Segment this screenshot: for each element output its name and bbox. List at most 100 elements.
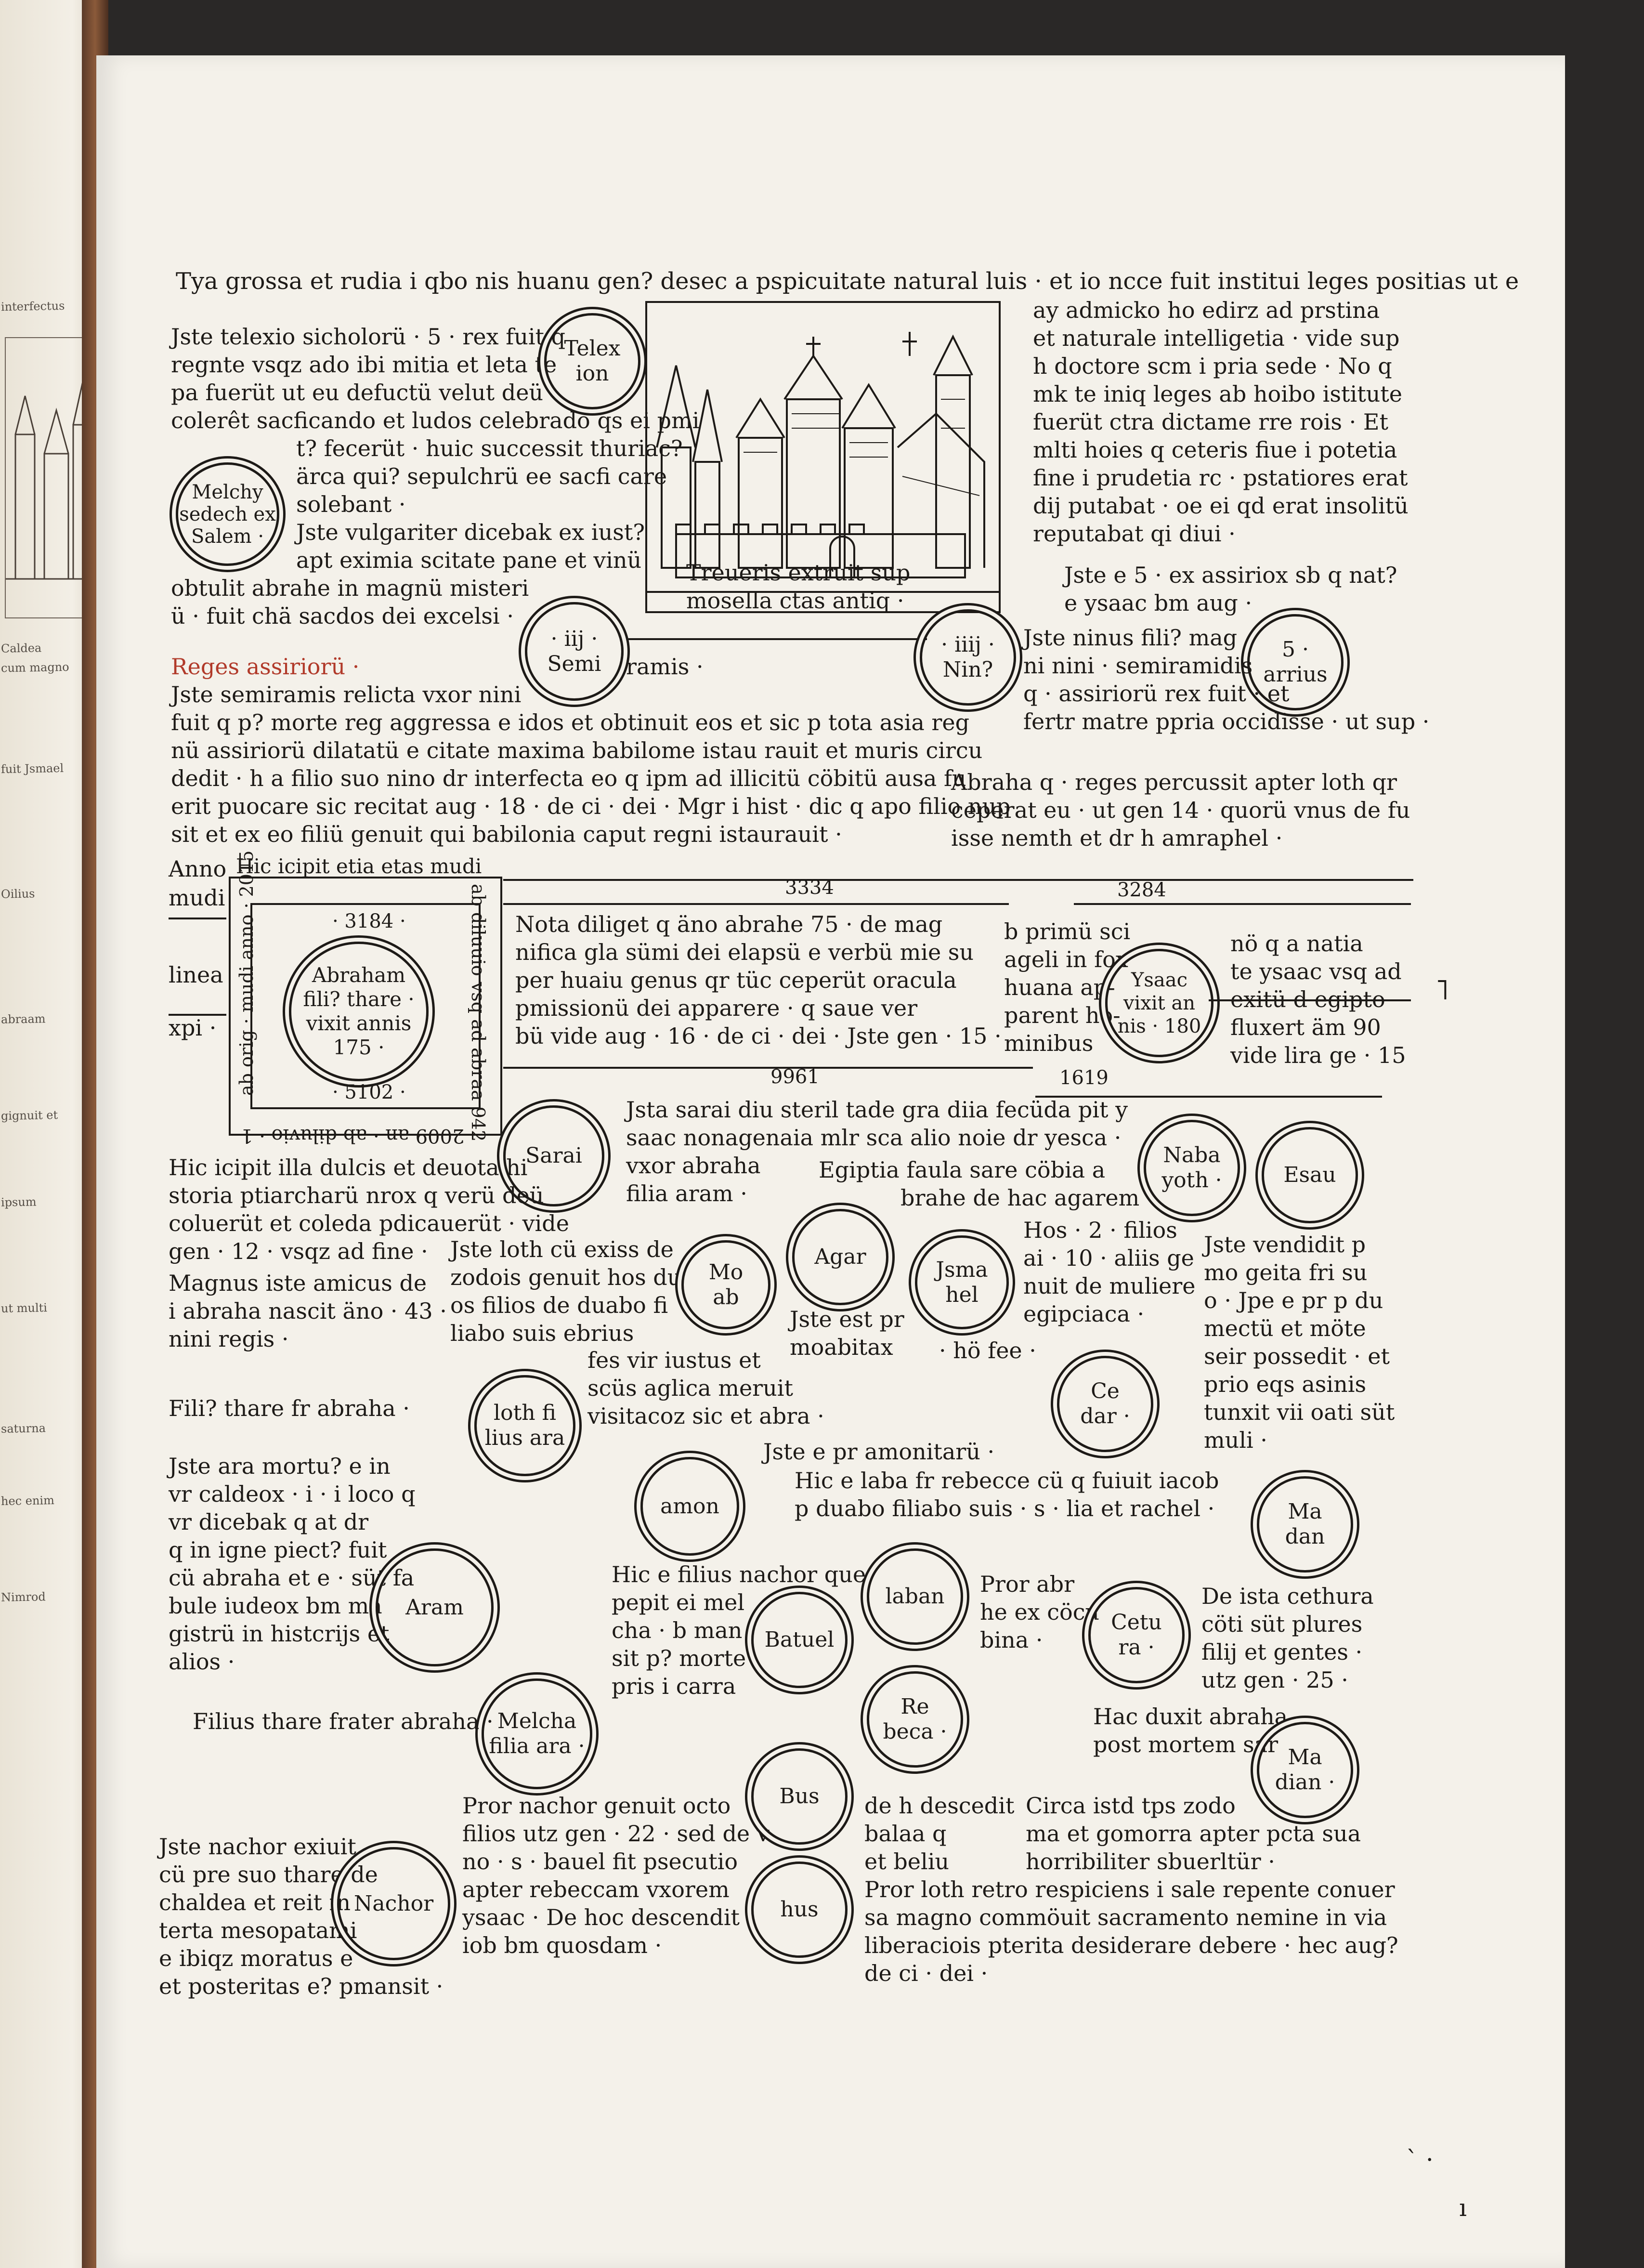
rule [628, 638, 927, 640]
aram-line: gistrü in histcrijs et [169, 1621, 390, 1647]
pror-nachor-line: iob bm quosdam · [462, 1932, 662, 1958]
circle-ismahel: Jsma hel [915, 1235, 1009, 1329]
cethura-line: De ista cethura [1201, 1583, 1374, 1609]
left-line: Oilius [0, 887, 35, 901]
telexion-line: Jste telexio sicholorü · 5 · rex fuit q [171, 324, 566, 350]
esau-line: seir possedit · et [1204, 1343, 1390, 1369]
rule [503, 879, 1413, 881]
hos-filios-line: Hos · 2 · filios [1023, 1217, 1177, 1243]
circle-sarai: Sarai [503, 1105, 604, 1206]
margin-mark: ˥ [1435, 973, 1449, 1007]
rule [169, 918, 226, 919]
woodcut-trier [645, 301, 1001, 613]
moab-line: moabitax [790, 1334, 893, 1360]
ink-mark: ˋ · [1406, 2146, 1434, 2174]
circle-telexion: Telex ion [544, 313, 640, 409]
nota-line: bü vide aug · 16 · de ci · dei · Jste ge… [515, 1023, 1002, 1049]
sarai-line: saac nonagenaia mlr sca alio noie dr yes… [626, 1125, 1122, 1151]
pror-abr-line: Pror abr [980, 1571, 1075, 1597]
filius-nachor-line: sit p? morte [612, 1645, 746, 1671]
left-line: gignuit et [0, 1108, 58, 1123]
melchisedech-line: ü · fuit chä sacdos dei excelsi · [171, 603, 514, 629]
vertical-left: ab orig · mudi anno · 2015 [236, 850, 257, 1096]
loth-line: os filios de duabo fi [450, 1292, 668, 1318]
vertical-right: ab diluuio vsq ad abraa 942 [468, 884, 489, 1142]
telexion-line: ärca qui? sepulchrü ee sacfi care [296, 463, 667, 489]
circle-bus: Bus [751, 1748, 848, 1845]
semiramis-line: fuit q p? morte reg aggressa e idos et o… [171, 709, 970, 735]
nachor-line: Jste nachor exiuit [159, 1834, 356, 1860]
nota-line: pmissionü dei apparere · q saue ver [515, 995, 918, 1021]
right-page: Tya grossa et rudia i qbo nis huanu gen?… [96, 55, 1565, 2268]
circle-hus: hus [751, 1862, 848, 1958]
circle-ninus: · iiij · Nin? [920, 609, 1016, 706]
pror-nachor-line: filios utz gen · 22 · sed de v [462, 1821, 770, 1847]
circa-line: sa magno commöuit sacramento nemine in v… [864, 1904, 1387, 1930]
isaac-right-line: fluxert äm 90 [1230, 1014, 1381, 1040]
abraham-inner-box [250, 903, 481, 1109]
aram-line: q in igne piect? fuit [169, 1537, 387, 1563]
circle-semiramis: · iij · Semi [525, 602, 624, 701]
circle-laban: laban [867, 1548, 963, 1645]
mundi-label: mudi [169, 885, 225, 911]
circle-madan: Ma dan [1257, 1476, 1353, 1573]
semiramis-line: erit puocare sic recitat aug · 18 · de c… [171, 793, 1011, 819]
year-3284: 3284 [1117, 879, 1166, 901]
abraham-reges-line: ceperat eu · ut gen 14 · quorü vnus de f… [951, 797, 1410, 823]
circle-agar: Agar [792, 1209, 888, 1305]
isaac-right-line: exitü d egipto [1230, 986, 1385, 1012]
assiriorum-line: e ysaac bm aug · [1064, 590, 1253, 616]
year-reversed: 2009 an · ab diluvio · 1 [241, 1125, 465, 1147]
primum-line: parent ho- [1004, 1002, 1121, 1028]
left-line: Nimrod [0, 1590, 46, 1604]
melchisedech-line: obtulit abrahe in magnü misteri [171, 575, 529, 601]
circle-moab: Mo ab [681, 1240, 770, 1329]
rule [503, 1067, 1033, 1069]
left-line: cum magno [0, 660, 69, 675]
christi-label: xpi · [169, 1015, 217, 1041]
primum-line: huana ap- [1004, 974, 1115, 1000]
hic-incipit-illa-line: Hic icipit illa dulcis et deuota hi [169, 1154, 528, 1180]
hic-incipit-illa-line: coluerüt et coleda pdicauerüt · vide [169, 1210, 569, 1236]
magnus-line: Magnus iste amicus de [169, 1270, 427, 1296]
nachor-line: terta mesopatami [159, 1917, 357, 1943]
esau-line: Jste vendidit p [1204, 1232, 1366, 1258]
nota-line: per huaiu genus qr tüc ceperüt oracula [515, 967, 957, 993]
ninus-line: Jste ninus fili? mag [1023, 625, 1238, 651]
sarai-line: Jsta sarai diu steril tade gra diia fecü… [626, 1097, 1128, 1123]
right-top-line: et naturale intelligetia · vide sup [1033, 325, 1400, 351]
circle-cedar: Ce dar · [1057, 1356, 1153, 1452]
hic-laban-line: Hic e laba fr rebecce cü q fuiuit iacob [795, 1468, 1219, 1494]
year-9961: 9961 [770, 1066, 820, 1088]
aram-line: vr caldeox · i · i loco q [169, 1481, 416, 1507]
circle-amon: amon [640, 1457, 739, 1556]
esau-line: tunxit vii oati süt [1204, 1399, 1395, 1425]
circa-line: Circa istd tps zodo [1026, 1793, 1236, 1819]
circle-ysaac: Ysaac vixit an nis · 180 [1105, 949, 1213, 1057]
left-line: saturna [0, 1421, 46, 1436]
pror-nachor-line: no · s · bauel fit psecutio [462, 1848, 738, 1875]
right-top-line: reputabat qi diui · [1033, 521, 1236, 547]
nachor-line: e ibiqz moratus e [159, 1945, 353, 1971]
balaam-line: et beliu [864, 1848, 950, 1875]
isaac-right-line: te ysaac vsq ad [1230, 958, 1402, 984]
year-3334: 3334 [785, 877, 834, 899]
semiramis-line: dedit · h a filio suo nino dr interfecta… [171, 765, 966, 791]
pror-abr-line: bina · [980, 1627, 1043, 1653]
hic-laban-line: p duabo filiabo suis · s · lia et rachel… [795, 1495, 1215, 1521]
circle-cetura: Cetu ra · [1088, 1587, 1185, 1683]
rule [169, 1014, 226, 1016]
circle-rebecca: Re beca · [867, 1671, 963, 1768]
circle-nachor: Nachor [337, 1847, 450, 1960]
rule [503, 903, 1009, 905]
aram-line: cü abraha et e · süt fa [169, 1565, 415, 1591]
nachor-line: et posteritas e? pmansit · [159, 1973, 444, 1999]
circa-line: horribiliter sbuerltür · [1026, 1848, 1275, 1875]
fes-line: fes vir iustus et [587, 1347, 761, 1373]
year-3184: · 3184 · [332, 910, 406, 932]
iste-pr-amon: Jste e pr amonitarü · [763, 1439, 995, 1465]
pror-nachor-line: apter rebeccam vxorem [462, 1876, 730, 1902]
circle-bathuel: Batuel [751, 1592, 848, 1688]
abraham-reges-line: Abraha q · reges percussit apter loth qr [951, 769, 1397, 795]
nota-line: Nota diliget q äno abrahe 75 · de mag [515, 911, 943, 937]
